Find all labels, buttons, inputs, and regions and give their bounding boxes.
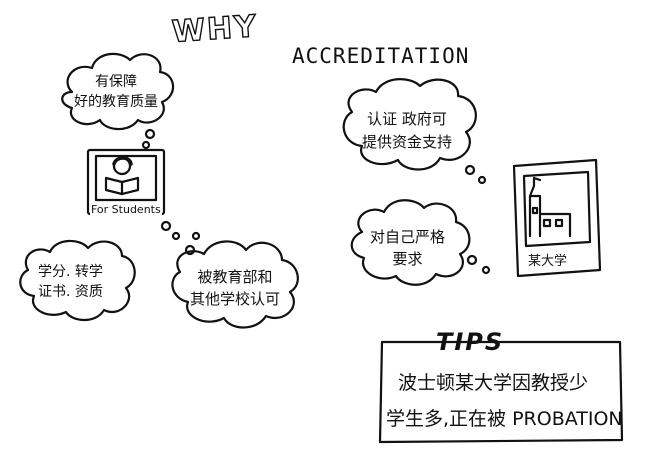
cloud-transfer-text: 学分. 转学 证书. 资质 (38, 262, 103, 302)
title-why: WHY (170, 8, 260, 50)
building-icon (528, 176, 572, 238)
cloud-quality-text: 有保障 好的教育质量 (74, 72, 158, 112)
students-frame-inner (94, 154, 158, 202)
university-frame-outer (512, 158, 602, 278)
students-caption: For Students (90, 203, 162, 216)
bubble-6 (171, 231, 181, 241)
cloud-quality-line1: 有保障 (95, 74, 137, 90)
bubble-8 (184, 244, 196, 256)
cloud-quality-outline (61, 52, 175, 131)
cloud-recognition-line2: 其他学校认可 (190, 290, 281, 308)
cloud-gov-line2: 提供资金支持 (362, 133, 453, 151)
cloud-gov-outline (342, 78, 477, 171)
cloud-strict-text: 对自己严格 要求 (370, 226, 445, 270)
tips-box (378, 340, 624, 444)
university-frame-inner (522, 170, 592, 248)
cloud-recognition-outline (171, 240, 299, 329)
bubble-7 (191, 231, 201, 241)
bubble-2 (141, 140, 151, 150)
tips-line2: 学生多,正在被 PROBATION (386, 408, 623, 430)
cloud-gov-text: 认证 政府可 提供资金支持 (362, 108, 452, 154)
cloud-transfer-outline (19, 239, 136, 322)
cloud-strict-line2: 要求 (392, 250, 423, 268)
cloud-transfer-line2: 证书. 资质 (38, 284, 103, 300)
bubble-1 (144, 128, 156, 140)
cloud-quality-line2: 好的教育质量 (74, 94, 158, 110)
cloud-strict-outline (350, 199, 471, 286)
cloud-recognition-line1: 被教育部和 (197, 268, 273, 286)
cloud-gov-line1: 认证 政府可 (367, 110, 447, 128)
bubble-5 (160, 220, 172, 232)
bubble-3 (464, 164, 476, 176)
university-caption: 某大学 (528, 254, 568, 269)
cloud-strict-line1: 对自己严格 (370, 228, 446, 246)
tips-line1: 波士顿某大学因教授少 (398, 372, 589, 394)
bubble-4 (477, 175, 487, 185)
cloud-recognition-text: 被教育部和 其他学校认可 (190, 266, 280, 310)
title-accreditation: ACCREDITATION (292, 44, 470, 68)
bubble-9 (466, 254, 478, 266)
tips-title: TIPS (436, 328, 505, 356)
cloud-transfer-line1: 学分. 转学 (38, 264, 103, 280)
bubble-10 (481, 265, 491, 275)
